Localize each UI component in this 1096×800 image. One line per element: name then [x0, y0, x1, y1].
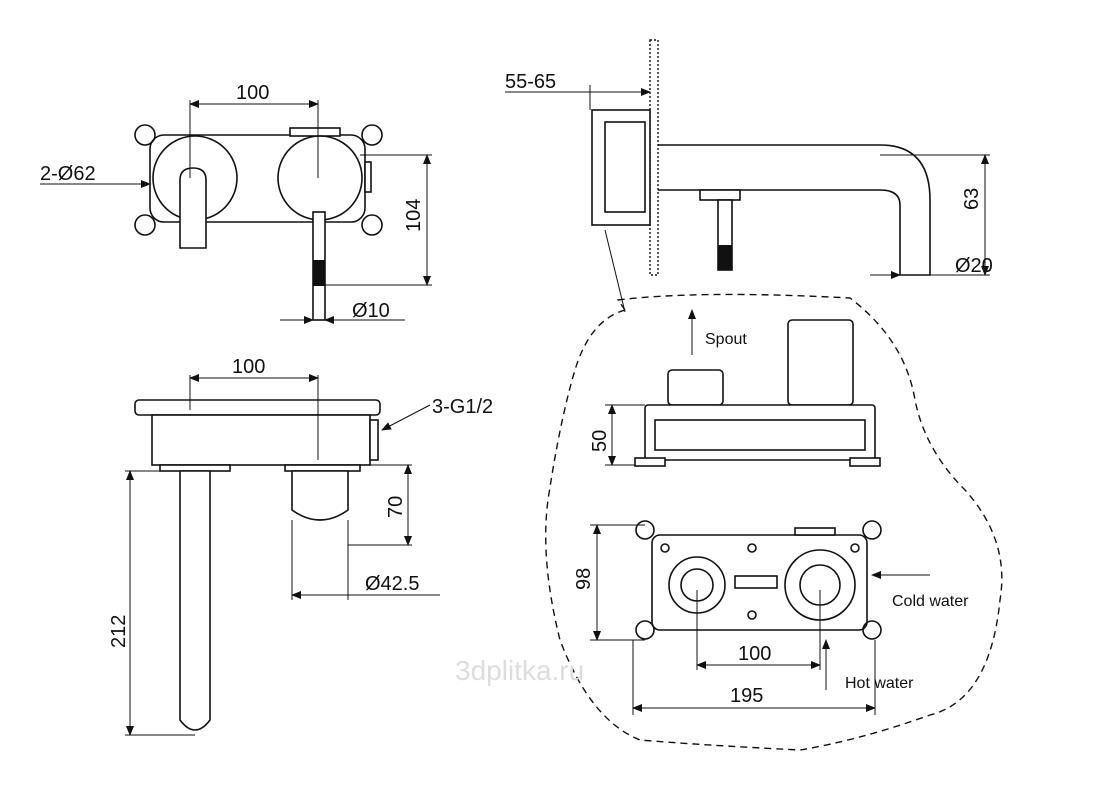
spout-dia-dim: Ø20 — [955, 255, 993, 277]
watermark: 3dplitka.ru — [455, 655, 584, 686]
bore-dim: 2-Ø62 — [40, 163, 96, 185]
front-height-dim: 104 — [403, 199, 425, 232]
top-view: 100 3-G1/2 70 Ø42.5 212 — [108, 356, 493, 736]
top-width-dim: 100 — [232, 356, 265, 378]
valve-height-dim: 70 — [385, 496, 407, 518]
spout-label: Spout — [705, 331, 747, 348]
detail-height-dim: 98 — [573, 568, 595, 590]
cold-water-label: Cold water — [892, 593, 969, 610]
detail-callout-outline — [545, 293, 1003, 751]
spout-length-dim: 212 — [108, 615, 130, 648]
detail-width-dim: 195 — [730, 685, 763, 707]
spout-height-dim: 63 — [961, 188, 983, 210]
valve-dia-dim: Ø42.5 — [365, 573, 419, 595]
side-view: 55-65 63 Ø20 — [505, 39, 993, 279]
valve-top — [291, 470, 349, 521]
hot-water-label: Hot water — [845, 675, 914, 692]
spout-front — [179, 167, 207, 249]
front-width-dim: 100 — [236, 82, 269, 104]
handle-grip — [313, 260, 325, 286]
detail-depth-dim: 50 — [589, 430, 611, 452]
wall-dim: 55-65 — [505, 71, 556, 93]
detail-view: Spout 50 Cold water 98 100 Hot water 195 — [573, 309, 969, 715]
valve-body-top — [151, 414, 371, 466]
front-view: 100 2-Ø62 104 Ø10 — [40, 82, 432, 324]
detail-centers-dim: 100 — [738, 643, 771, 665]
thread-dim: 3-G1/2 — [432, 396, 493, 418]
wall — [649, 39, 659, 276]
handle-dim: Ø10 — [352, 300, 390, 322]
spout-top — [179, 470, 211, 731]
